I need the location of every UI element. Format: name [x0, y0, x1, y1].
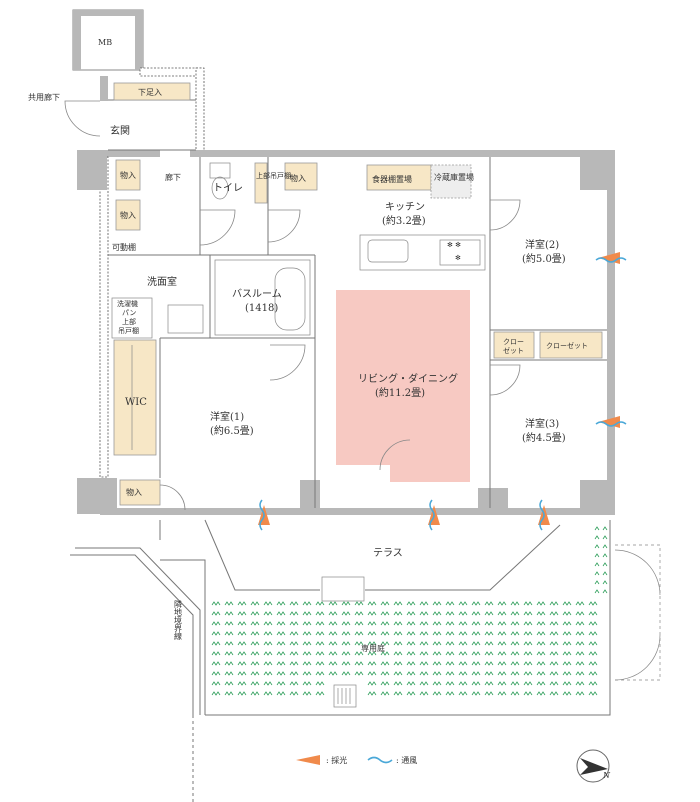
storage-areas — [113, 82, 603, 506]
ventilation-legend-label: : 通風 — [396, 755, 417, 765]
north-arrow-icon: N — [576, 749, 611, 783]
lighting-legend-icon — [296, 755, 320, 765]
lighting-legend-label: : 採光 — [326, 755, 347, 765]
laundry-label-3: 上部 — [122, 317, 136, 326]
bedroom3-size-label: (約4.5畳) — [522, 431, 566, 444]
storage-label-1: 物入 — [120, 170, 136, 180]
pantry-label: 食器棚置場 — [372, 174, 412, 184]
storage-label-4: 物入 — [126, 487, 142, 497]
bedroom1-label: 洋室(1) — [210, 410, 244, 423]
bedroom2-label: 洋室(2) — [525, 238, 559, 251]
svg-text:✻: ✻ — [455, 254, 461, 262]
laundry-label-2: パン — [122, 309, 136, 317]
ldk-area — [336, 290, 470, 482]
kitchen-label: キッチン — [385, 201, 425, 213]
washroom-label: 洗面室 — [147, 275, 177, 288]
shoe-storage-label: 下足入 — [138, 88, 162, 97]
mb-label: MB — [98, 38, 112, 47]
fixtures: ✻ ✻ ✻ — [111, 162, 486, 708]
terrace-label: テラス — [373, 547, 403, 559]
movable-shelf-label: 可動棚 — [112, 242, 136, 252]
closet-b-label: クローゼット — [546, 341, 588, 350]
ldk-label: リビング・ダイニング — [358, 372, 458, 385]
legend: : 採光 : 通風 — [296, 755, 417, 765]
svg-text:✻ ✻: ✻ ✻ — [447, 241, 461, 249]
bedroom2-size-label: (約5.0畳) — [522, 252, 566, 265]
ventilation-legend-icon — [367, 756, 393, 764]
laundry-label-1: 洗濯機 — [117, 299, 138, 308]
svg-text:N: N — [602, 771, 611, 780]
airflow-markers — [258, 252, 627, 531]
bedroom1-size-label: (約6.5畳) — [210, 424, 254, 437]
wic-label: WIC — [125, 397, 147, 408]
private-garden-label: 専用庭 — [361, 643, 385, 653]
toilet-label: トイレ — [213, 183, 243, 194]
upper-cabinet-label: 上部吊戸棚 — [256, 171, 291, 180]
laundry-label-4: 吊戸棚 — [118, 326, 139, 335]
doors — [64, 100, 521, 511]
walls — [72, 9, 615, 515]
closet-a-label-1: クロー — [503, 338, 524, 346]
fridge-label: 冷蔵庫置場 — [434, 172, 474, 182]
grass-pattern — [211, 526, 608, 696]
boundary-label: 隣地境界線 — [174, 599, 183, 640]
bathroom-label: バスルーム — [232, 288, 282, 300]
entrance-label: 玄関 — [110, 124, 130, 137]
closet-a-label-2: ゼット — [503, 346, 524, 355]
hallway-label: 廊下 — [165, 172, 181, 182]
storage-label-3: 物入 — [290, 173, 306, 183]
storage-label-2: 物入 — [120, 210, 136, 220]
bedroom3-label: 洋室(3) — [525, 417, 559, 430]
bathroom-size-label: (1418) — [245, 303, 278, 314]
kitchen-size-label: (約3.2畳) — [382, 214, 426, 227]
ldk-size-label: (約11.2畳) — [375, 386, 425, 399]
terrace-garden — [70, 519, 661, 802]
common-corridor-label: 共用廊下 — [28, 92, 60, 102]
